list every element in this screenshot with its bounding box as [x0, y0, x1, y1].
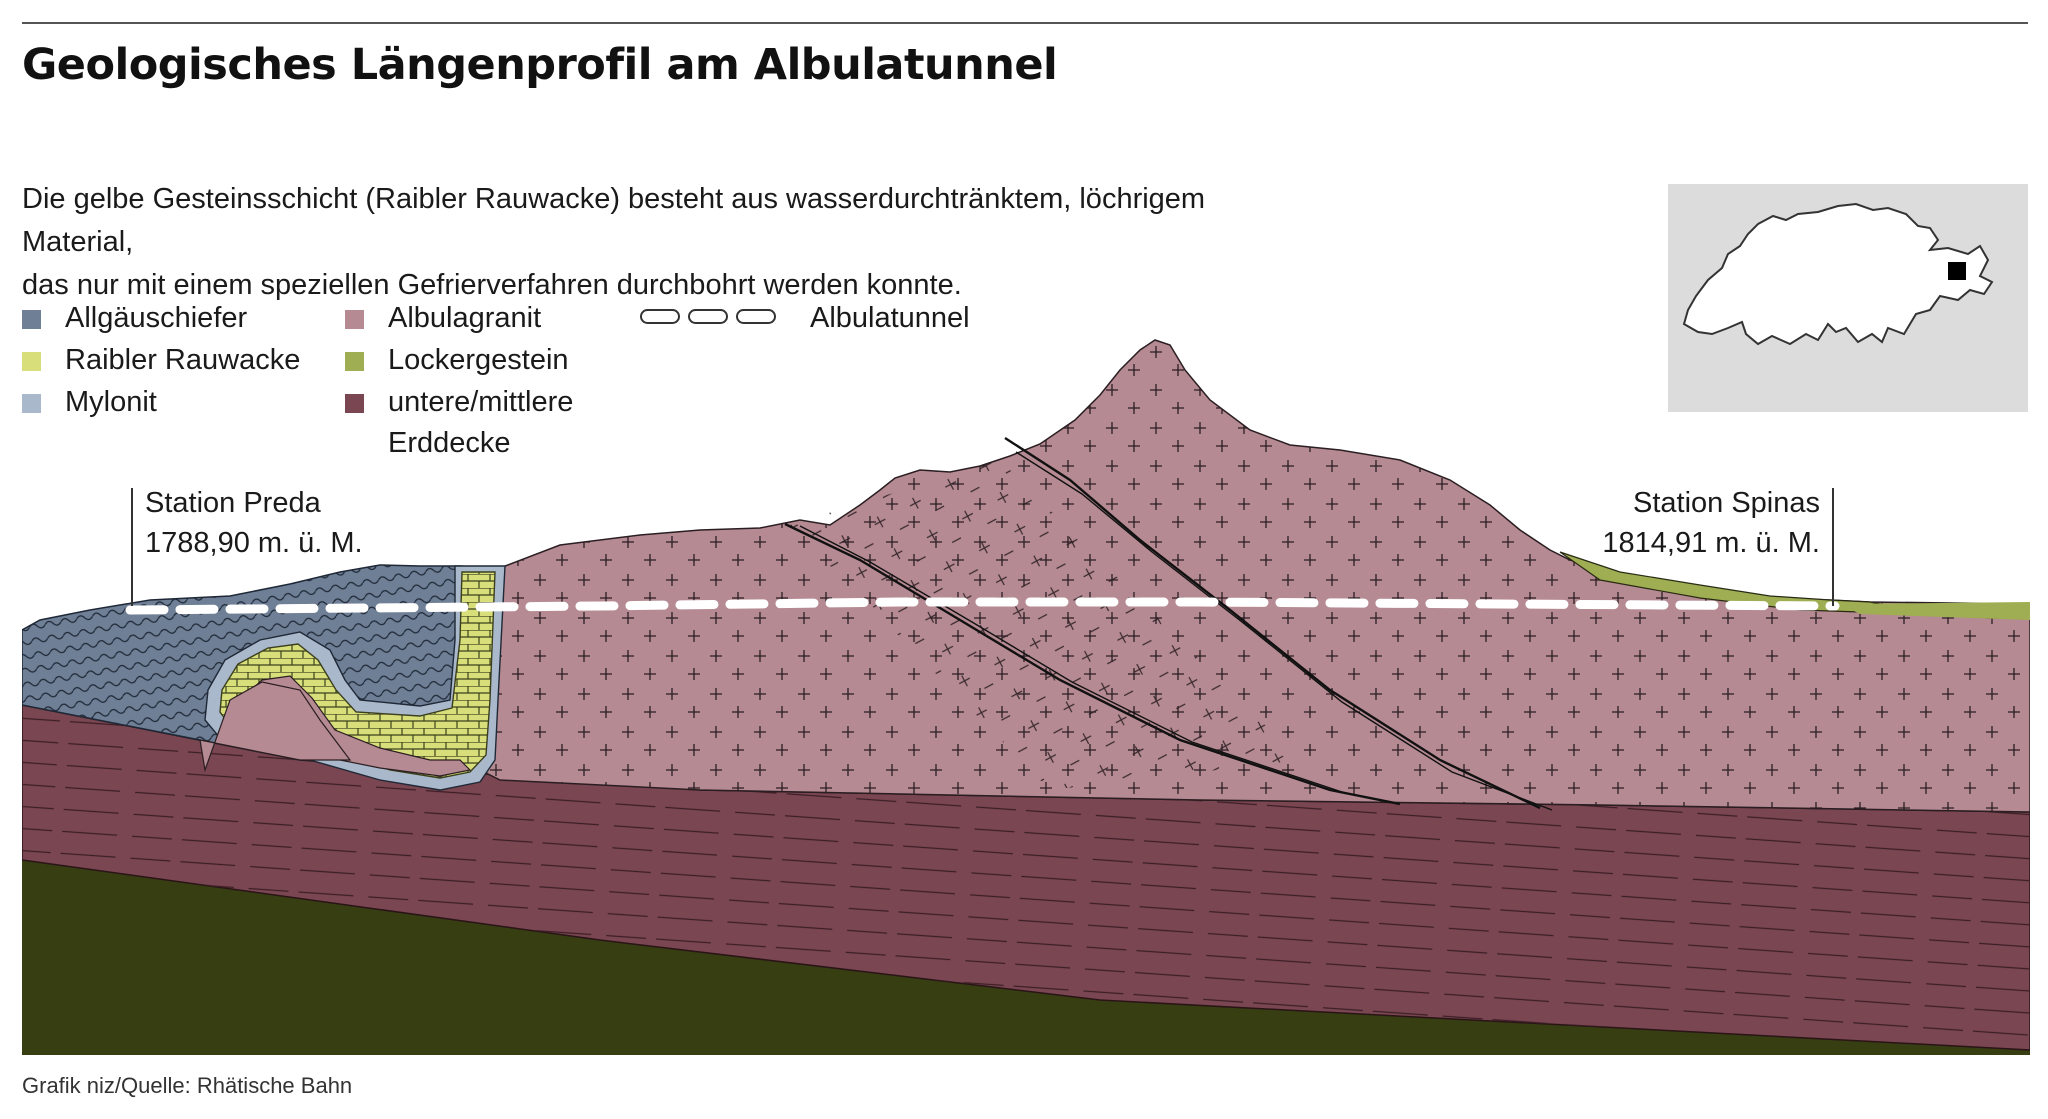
legend-item-allgaeuschiefer: Allgäuschiefer [22, 298, 247, 339]
legend-item-erddecke: untere/mittlere Erddecke [345, 382, 573, 464]
source-credit: Grafik niz/Quelle: Rhätische Bahn [22, 1073, 353, 1098]
description-line-2: das nur mit einem speziellen Gefrierverf… [22, 269, 962, 301]
switzerland-outline-icon [1682, 202, 1994, 346]
legend-swatch-lockergestein [345, 352, 364, 371]
legend-label: Raibler Rauwacke [65, 344, 301, 376]
fault-line-1b [799, 525, 1343, 793]
legend-swatch-albulagranit [345, 310, 364, 329]
legend-swatch-mylonit [22, 394, 41, 413]
albulagranit-tilted-texture [790, 460, 1300, 790]
legend-label-line-2: Erddecke [388, 427, 511, 459]
description-line-1: Die gelbe Gesteinsschicht (Raibler Rauwa… [22, 183, 1206, 258]
legend-label: untere/mittlere [388, 386, 574, 418]
legend-item-mylonit: Mylonit [22, 382, 157, 423]
legend-label: Lockergestein [388, 344, 569, 376]
fold-core-granit-lower [199, 681, 352, 773]
station-preda-name: Station Preda [145, 487, 322, 519]
tunnel-dash-icon [640, 309, 776, 324]
legend-item-albulatunnel: Albulatunnel [640, 298, 970, 339]
fault-line-2b [1015, 451, 1553, 811]
top-rule [22, 22, 2028, 24]
legend-swatch-raibler-rauwacke [22, 352, 41, 371]
description: Die gelbe Gesteinsschicht (Raibler Rauwa… [22, 178, 1322, 307]
station-preda-elevation: 1788,90 m. ü. M. [145, 527, 363, 559]
legend-label: Allgäuschiefer [65, 302, 248, 334]
albulatunnel-line [125, 597, 1840, 615]
station-spinas-elevation: 1814,91 m. ü. M. [1602, 527, 1820, 559]
legend-label: Albulagranit [388, 302, 542, 334]
lockergestein-right [1840, 602, 2030, 620]
albulagranit-texture [480, 340, 2030, 812]
fault-line-2 [1004, 436, 1541, 810]
fault-line-1 [784, 522, 1401, 806]
page-title: Geologisches Längenprofil am Albulatunne… [22, 40, 1058, 90]
legend-swatch-erddecke [345, 394, 364, 413]
erddecke-texture [22, 705, 2030, 1050]
legend-label: Mylonit [65, 386, 157, 418]
station-spinas-name: Station Spinas [1633, 487, 1820, 519]
locator-map [1668, 184, 2028, 412]
legend-label: Albulatunnel [810, 302, 970, 334]
location-marker [1948, 262, 1966, 280]
legend-item-albulagranit: Albulagranit [345, 298, 541, 339]
legend-swatch-allgaeuschiefer [22, 310, 41, 329]
legend-item-raibler-rauwacke: Raibler Rauwacke [22, 340, 300, 381]
deep-ground-layer [22, 860, 2030, 1055]
legend-item-lockergestein: Lockergestein [345, 340, 569, 381]
